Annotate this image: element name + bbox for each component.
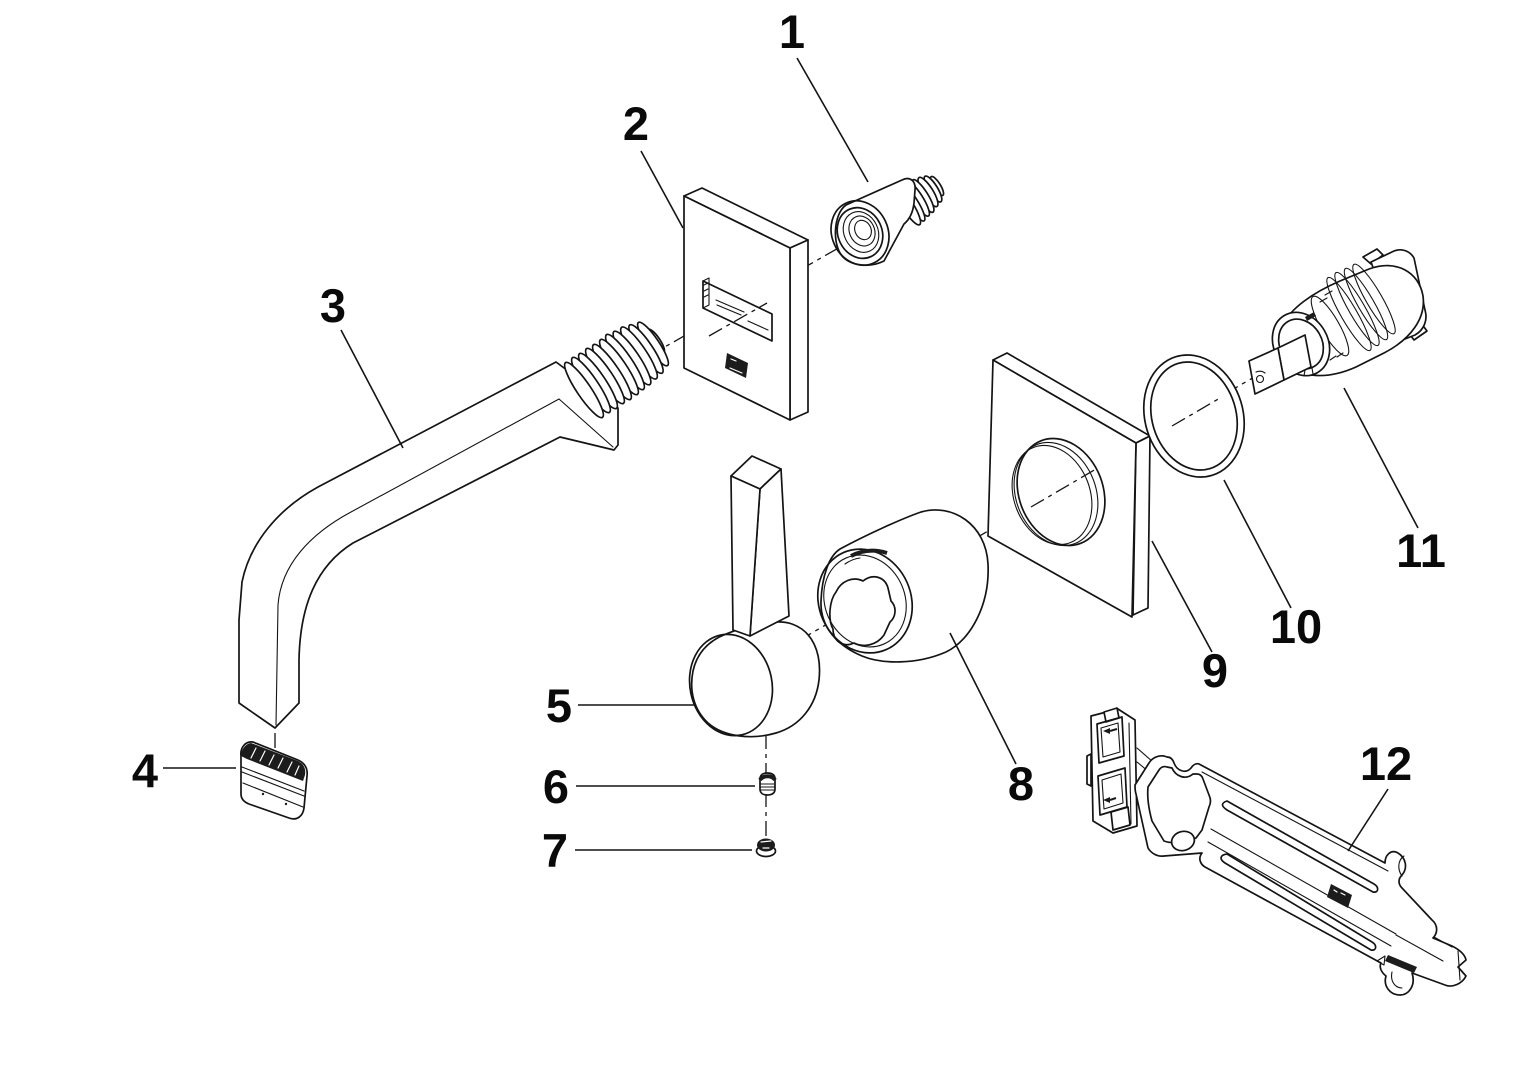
leader-lines [163,57,1419,852]
callout-numbers: 1 2 3 4 5 6 7 8 9 10 11 12 [132,5,1446,877]
callout-1: 1 [779,5,805,58]
callout-4: 4 [132,744,158,797]
part-10-o-ring [1142,354,1246,478]
aerator-screen [241,743,306,781]
leader-line-9 [1151,540,1213,653]
leader-line-2 [640,150,684,229]
leader-line-8 [949,632,1017,765]
part-11-cartridge [1248,248,1428,395]
leader-line-1 [796,57,869,183]
part-9-valve-escutcheon [987,352,1151,618]
spout-slot [702,277,773,342]
part-2-spout-escutcheon [683,187,809,421]
part-1-threaded-adapter [830,175,945,267]
brand-mark [725,353,748,378]
part-7-screw [755,838,777,858]
spout-threads [563,321,670,419]
callout-11: 11 [1396,524,1446,577]
leader-line-10 [1223,479,1292,609]
part-5-lever-handle [688,455,821,738]
callout-10: 10 [1270,600,1322,653]
callout-6: 6 [543,760,569,813]
part-8-handle-sleeve [816,509,989,663]
part-6-set-screw [758,772,777,796]
leader-line-12 [1347,788,1389,852]
part-4-aerator-insert [240,741,309,820]
part-12-cartridge-wrench [1086,707,1467,996]
handle-hub [690,621,821,738]
callout-8: 8 [1008,757,1034,810]
leader-line-11 [1343,387,1419,529]
leader-line-3 [340,329,404,449]
callout-3: 3 [320,279,346,332]
callout-5: 5 [546,679,572,732]
callout-7: 7 [542,824,568,877]
part-3-spout [238,321,670,729]
callout-9: 9 [1202,644,1228,697]
wrench-body [1134,754,1467,996]
callout-12: 12 [1360,737,1412,790]
callout-2: 2 [623,97,649,150]
